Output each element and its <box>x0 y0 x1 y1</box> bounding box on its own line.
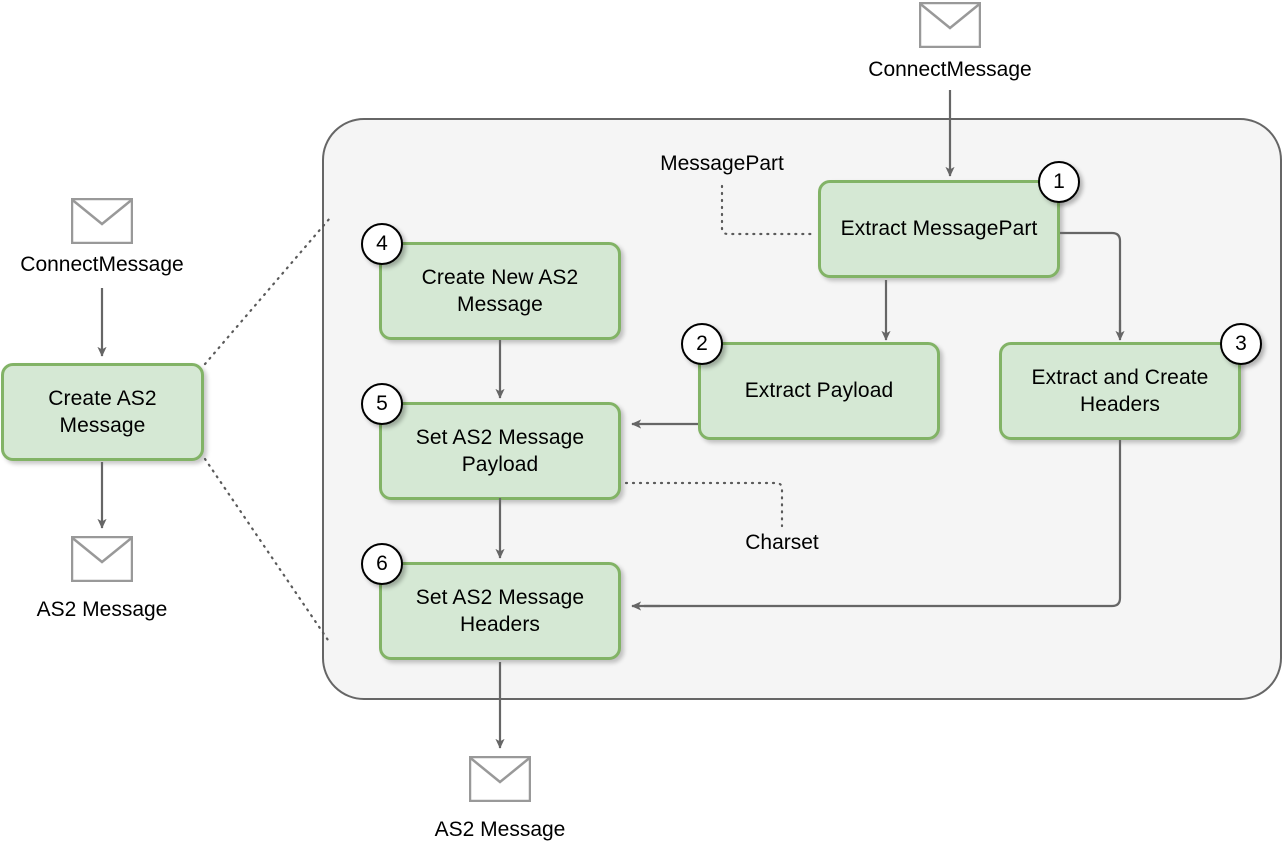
process-box-extract-payload[interactable]: Extract Payload <box>698 342 940 440</box>
envelope-icon <box>918 1 982 49</box>
expansion-line-bottom <box>203 457 332 645</box>
process-box-label: Extract and Create Headers <box>1031 365 1209 416</box>
envelope-icon <box>70 197 134 245</box>
step-badge-1: 1 <box>1038 161 1080 203</box>
process-box-set-as2-message-headers[interactable]: Set AS2 Message Headers <box>379 562 621 660</box>
step-badge-2: 2 <box>681 323 723 365</box>
process-box-label: Create New AS2 Message <box>421 265 579 316</box>
process-box-create-new-as2-message[interactable]: Create New AS2 Message <box>379 242 621 340</box>
envelope-icon <box>70 535 134 583</box>
step-badge-4: 4 <box>361 223 403 265</box>
expansion-line-top <box>203 216 332 366</box>
step-badge-5: 5 <box>361 383 403 425</box>
right-input-label: ConnectMessage <box>868 58 1032 81</box>
process-box-extract-and-create-headers[interactable]: Extract and Create Headers <box>999 342 1241 440</box>
charset-label: Charset <box>745 531 819 554</box>
right-output-label: AS2 Message <box>434 818 566 841</box>
step-badge-6: 6 <box>361 543 403 585</box>
process-box-label: Create AS2 Message <box>48 386 157 437</box>
process-box-label: Extract Payload <box>744 379 894 403</box>
process-box-extract-messagepart[interactable]: Extract MessagePart <box>818 180 1060 278</box>
envelope-icon <box>468 755 532 803</box>
left-input-label: ConnectMessage <box>20 253 184 276</box>
process-box-label: Extract MessagePart <box>840 217 1038 241</box>
process-box-label: Set AS2 Message Headers <box>415 585 585 636</box>
process-box-create-as2-message[interactable]: Create AS2 Message <box>1 363 204 461</box>
step-badge-3: 3 <box>1220 323 1262 365</box>
process-box-set-as2-message-payload[interactable]: Set AS2 Message Payload <box>379 402 621 500</box>
message-part-label: MessagePart <box>660 152 784 175</box>
process-box-label: Set AS2 Message Payload <box>415 425 585 476</box>
left-output-label: AS2 Message <box>36 598 168 621</box>
